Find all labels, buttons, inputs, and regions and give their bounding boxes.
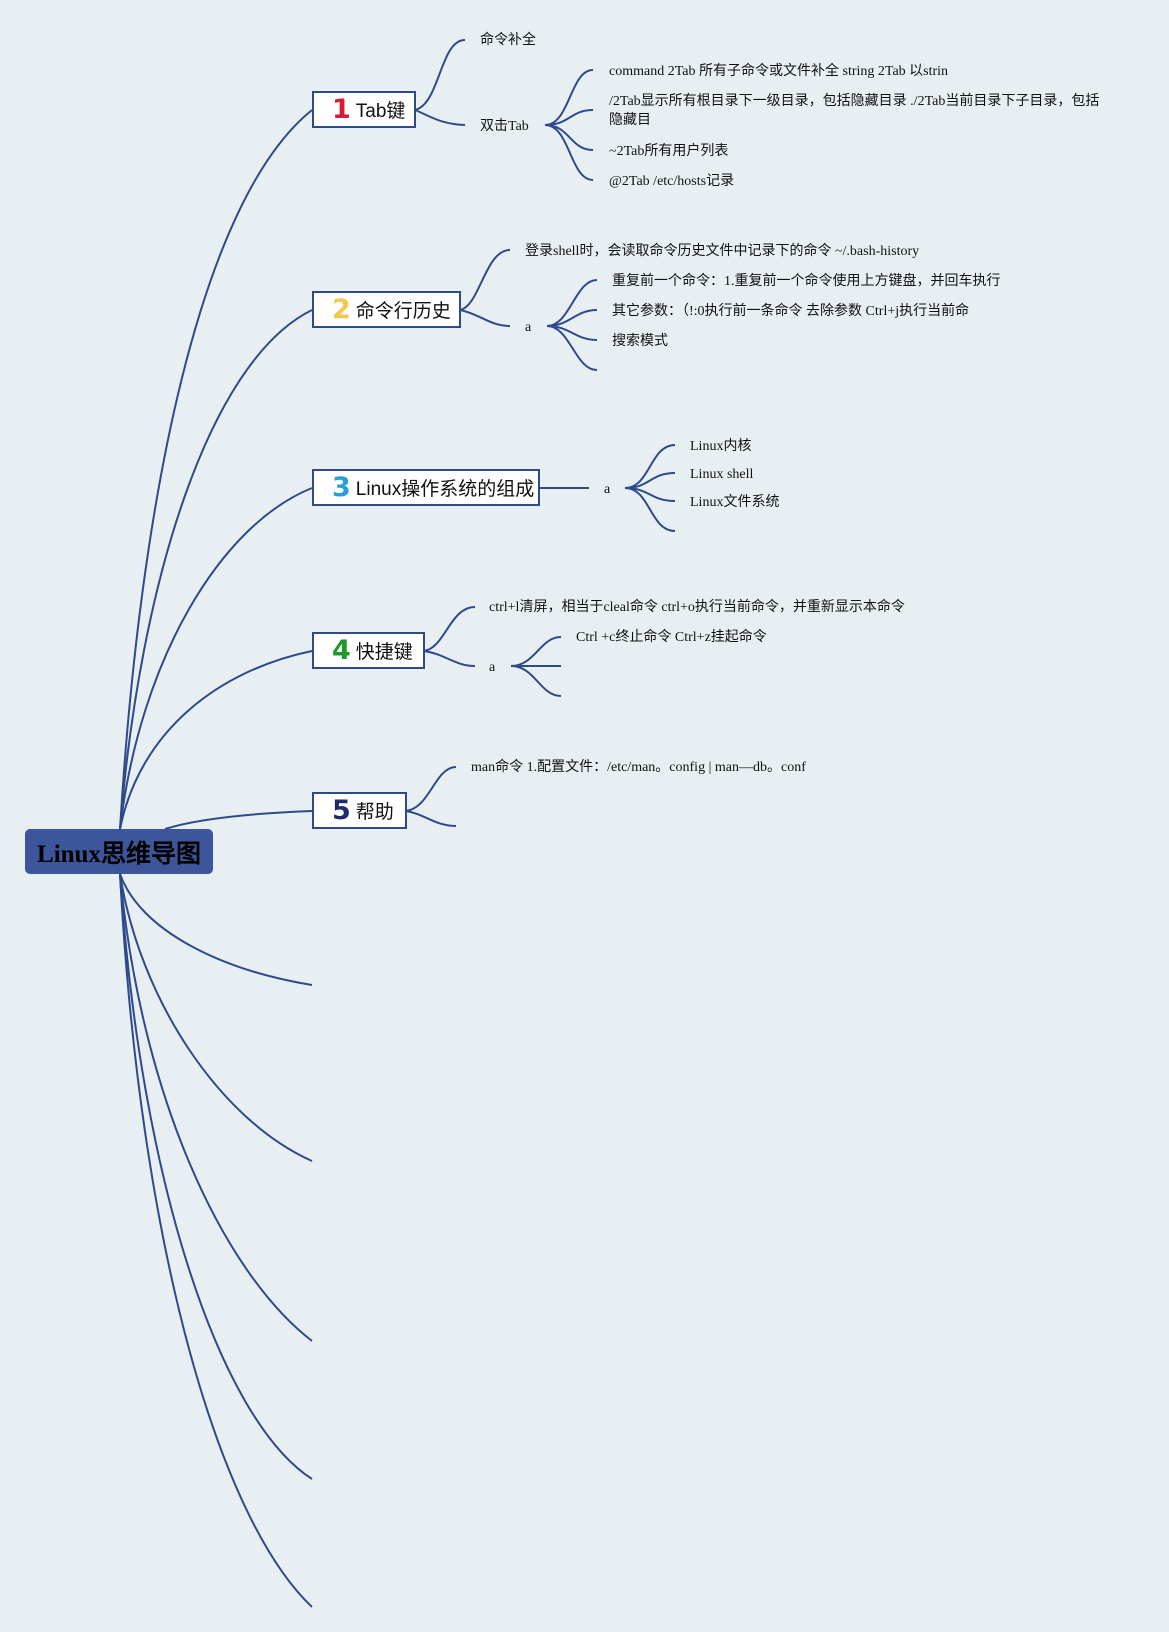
leaf-item[interactable]: Linux shell: [690, 467, 754, 482]
leaf-a[interactable]: a: [604, 482, 611, 497]
branch-label: Linux操作系统的组成: [355, 479, 535, 500]
branch-command-history[interactable]: 2 命令行历史: [312, 291, 461, 328]
leaf-item[interactable]: Ctrl +c终止命令 Ctrl+z挂起命令: [576, 630, 767, 645]
leaf-ctrl-l[interactable]: ctrl+l清屏，相当于cleal命令 ctrl+o执行当前命令，并重新显示本命…: [489, 600, 905, 615]
branch-label: 帮助: [355, 802, 394, 823]
connector-root-empty-1: [119, 873, 313, 986]
connector-root-branch-3: [119, 487, 313, 830]
leaf-login-shell[interactable]: 登录shell时，会读取命令历史文件中记录下的命令 ~/.bash-histor…: [525, 244, 920, 259]
connector-root-empty-5: [119, 873, 313, 1608]
number-1-icon: 1: [332, 94, 351, 125]
leaf-item[interactable]: Linux内核: [690, 439, 752, 454]
connector-root-branch-4: [119, 650, 313, 830]
leaf-item[interactable]: ~2Tab所有用户列表: [609, 144, 729, 159]
root-label: Linux思维导图: [37, 840, 201, 868]
branch-help[interactable]: 5 帮助: [312, 792, 407, 829]
connector-root-empty-3: [119, 873, 313, 1342]
leaf-a[interactable]: a: [525, 320, 532, 335]
number-3-icon: 3: [332, 472, 351, 503]
leaf-command-completion[interactable]: 命令补全: [480, 33, 536, 48]
leaf-man-command[interactable]: man命令 1.配置文件：/etc/man。config | man—db。co…: [471, 760, 806, 775]
number-4-icon: 4: [332, 635, 351, 666]
leaf-item[interactable]: 其它参数：（!:0执行前一条命令 去除参数 Ctrl+j执行当前命: [612, 304, 970, 319]
connector-root-branch-1: [119, 109, 313, 830]
branch-linux-composition[interactable]: 3 Linux操作系统的组成: [312, 469, 540, 506]
number-5-icon: 5: [332, 795, 351, 826]
leaf-item[interactable]: /2Tab显示所有根目录下一级目录，包括隐藏目录 ./2Tab当前目录下子目录，…: [609, 94, 1100, 128]
branch-label: 命令行历史: [355, 301, 451, 322]
leaf-double-tab[interactable]: 双击Tab: [480, 119, 529, 134]
connector-root-branch-5: [164, 810, 313, 830]
branch-label: 快捷键: [355, 642, 413, 663]
connector-root-branch-2: [119, 309, 313, 830]
branch-label: Tab键: [355, 101, 406, 122]
leaf-a[interactable]: a: [489, 660, 496, 675]
branch-tab-key[interactable]: 1 Tab键: [312, 91, 416, 128]
connector-root-empty-2: [119, 873, 313, 1162]
root-node[interactable]: Linux思维导图: [25, 829, 213, 874]
leaf-item[interactable]: command 2Tab 所有子命令或文件补全 string 2Tab 以str…: [609, 64, 949, 79]
leaf-item[interactable]: @2Tab /etc/hosts记录: [609, 174, 735, 189]
leaf-item[interactable]: 重复前一个命令：1.重复前一个命令使用上方键盘，并回车执行: [612, 274, 1001, 289]
leaf-item[interactable]: Linux文件系统: [690, 495, 780, 510]
connector-root-empty-4: [119, 873, 313, 1480]
branch-shortcuts[interactable]: 4 快捷键: [312, 632, 425, 669]
number-2-icon: 2: [332, 294, 351, 325]
leaf-item[interactable]: 搜索模式: [612, 334, 668, 349]
